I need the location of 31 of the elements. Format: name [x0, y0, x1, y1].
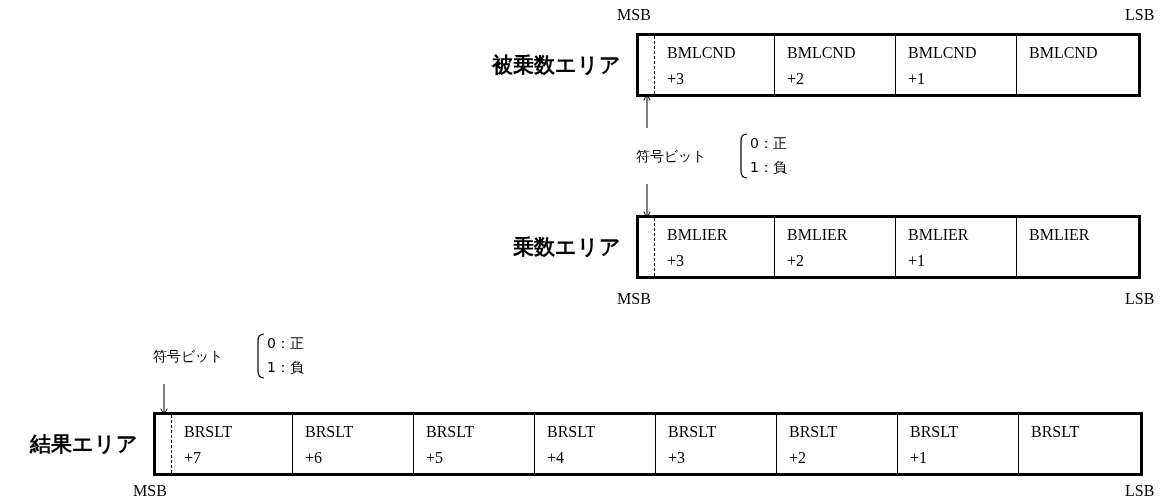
register-cell: BMLIER +3	[655, 218, 775, 276]
bit-value-label: 0：正	[267, 334, 304, 353]
bit-order-label: LSB	[1125, 290, 1155, 308]
register-cell: BRSLT	[1019, 415, 1140, 473]
register-cell: BRSLT +5	[414, 415, 535, 473]
bit-order-label: LSB	[1125, 6, 1155, 24]
bit-value-label: 1：負	[750, 158, 787, 177]
register-cell: BMLCND	[1017, 36, 1138, 94]
bit-value-label: 1：負	[267, 358, 304, 377]
bit-order-label: MSB	[617, 6, 651, 24]
bit-order-label: LSB	[1125, 482, 1155, 500]
register-cell: BRSLT +7	[172, 415, 293, 473]
register-cell: BRSLT +1	[898, 415, 1019, 473]
bit-order-label: MSB	[617, 290, 651, 308]
bit-value-label: 0：正	[750, 134, 787, 153]
register-cell: BMLCND +1	[896, 36, 1017, 94]
register-cell: BRSLT +2	[777, 415, 898, 473]
sign-bit-label: 符号ビット	[636, 147, 706, 166]
sign-bit-label: 符号ビット	[153, 347, 223, 366]
area-label: 乗数エリア	[513, 234, 621, 261]
register-cell: BMLCND +3	[655, 36, 775, 94]
register-cell: BMLIER +1	[896, 218, 1017, 276]
register-cell: BRSLT +4	[535, 415, 656, 473]
register-cell: BMLIER +2	[775, 218, 896, 276]
register-cell: BMLCND +2	[775, 36, 896, 94]
area-label: 被乗数エリア	[492, 52, 621, 79]
register-cell: BRSLT +6	[293, 415, 414, 473]
bit-order-label: MSB	[133, 482, 167, 500]
register-cell: BMLIER	[1017, 218, 1138, 276]
area-label: 結果エリア	[30, 431, 138, 458]
register-cell: BRSLT +3	[656, 415, 777, 473]
